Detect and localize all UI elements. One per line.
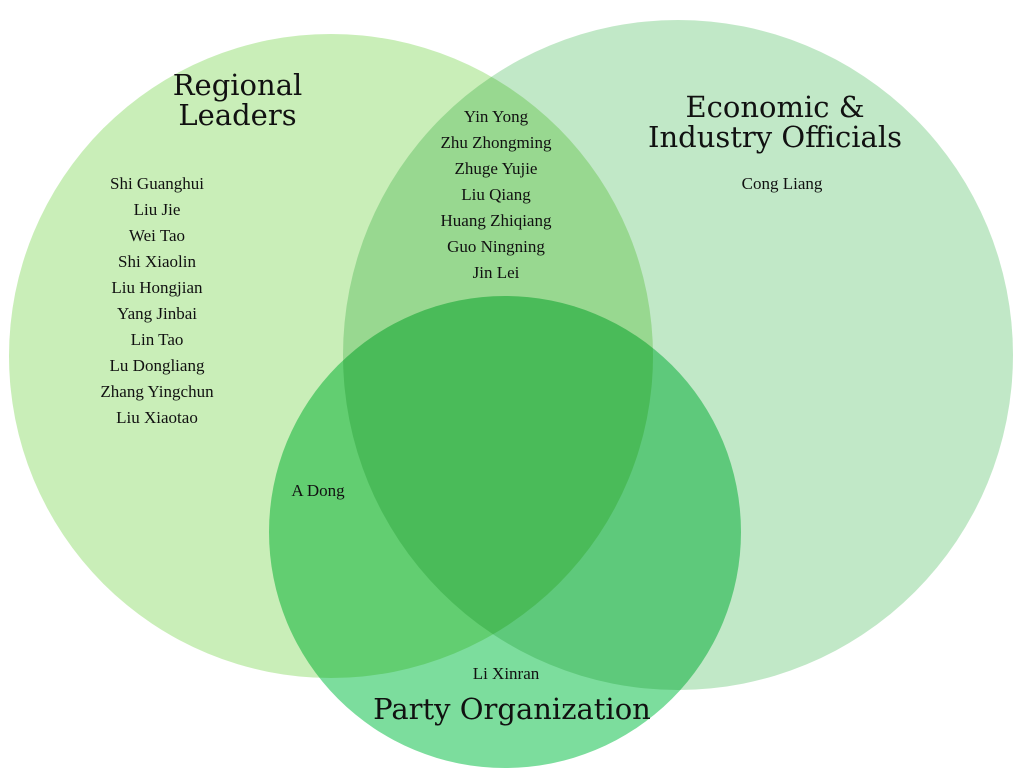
list-item: Zhuge Yujie — [454, 159, 538, 178]
list-item: Shi Guanghui — [110, 174, 204, 193]
party-organization-title: Party Organization — [373, 692, 651, 726]
list-item: Yin Yong — [463, 107, 529, 126]
list-item: Wei Tao — [128, 226, 186, 245]
regional-leaders-title: Regional Leaders — [172, 68, 303, 132]
list-item: Yang Jinbai — [117, 304, 197, 323]
economic-officials-title: Economic & Industry Officials — [648, 90, 902, 154]
list-item: Liu Qiang — [461, 185, 531, 204]
regional-party-name: A Dong — [291, 481, 345, 500]
party-only-name: Li Xinran — [472, 664, 540, 683]
list-item: Guo Ningning — [447, 237, 545, 256]
list-item: Liu Jie — [133, 200, 181, 219]
list-item: Liu Xiaotao — [116, 408, 198, 427]
regional-only-list: Shi Guanghui Liu Jie Wei Tao Shi Xiaolin… — [72, 171, 242, 431]
list-item: Jin Lei — [472, 263, 520, 282]
list-item: Zhu Zhongming — [440, 133, 552, 152]
list-item: Zhang Yingchun — [100, 382, 214, 401]
list-item: Liu Hongjian — [111, 278, 203, 297]
list-item: Lu Dongliang — [109, 356, 205, 375]
regional-economic-list: Yin Yong Zhu Zhongming Zhuge Yujie Liu Q… — [406, 104, 586, 286]
party-organization-circle — [269, 296, 741, 768]
list-item: Huang Zhiqiang — [440, 211, 552, 230]
list-item: Lin Tao — [130, 330, 184, 349]
list-item: Shi Xiaolin — [118, 252, 196, 271]
economic-only-name: Cong Liang — [741, 174, 823, 193]
